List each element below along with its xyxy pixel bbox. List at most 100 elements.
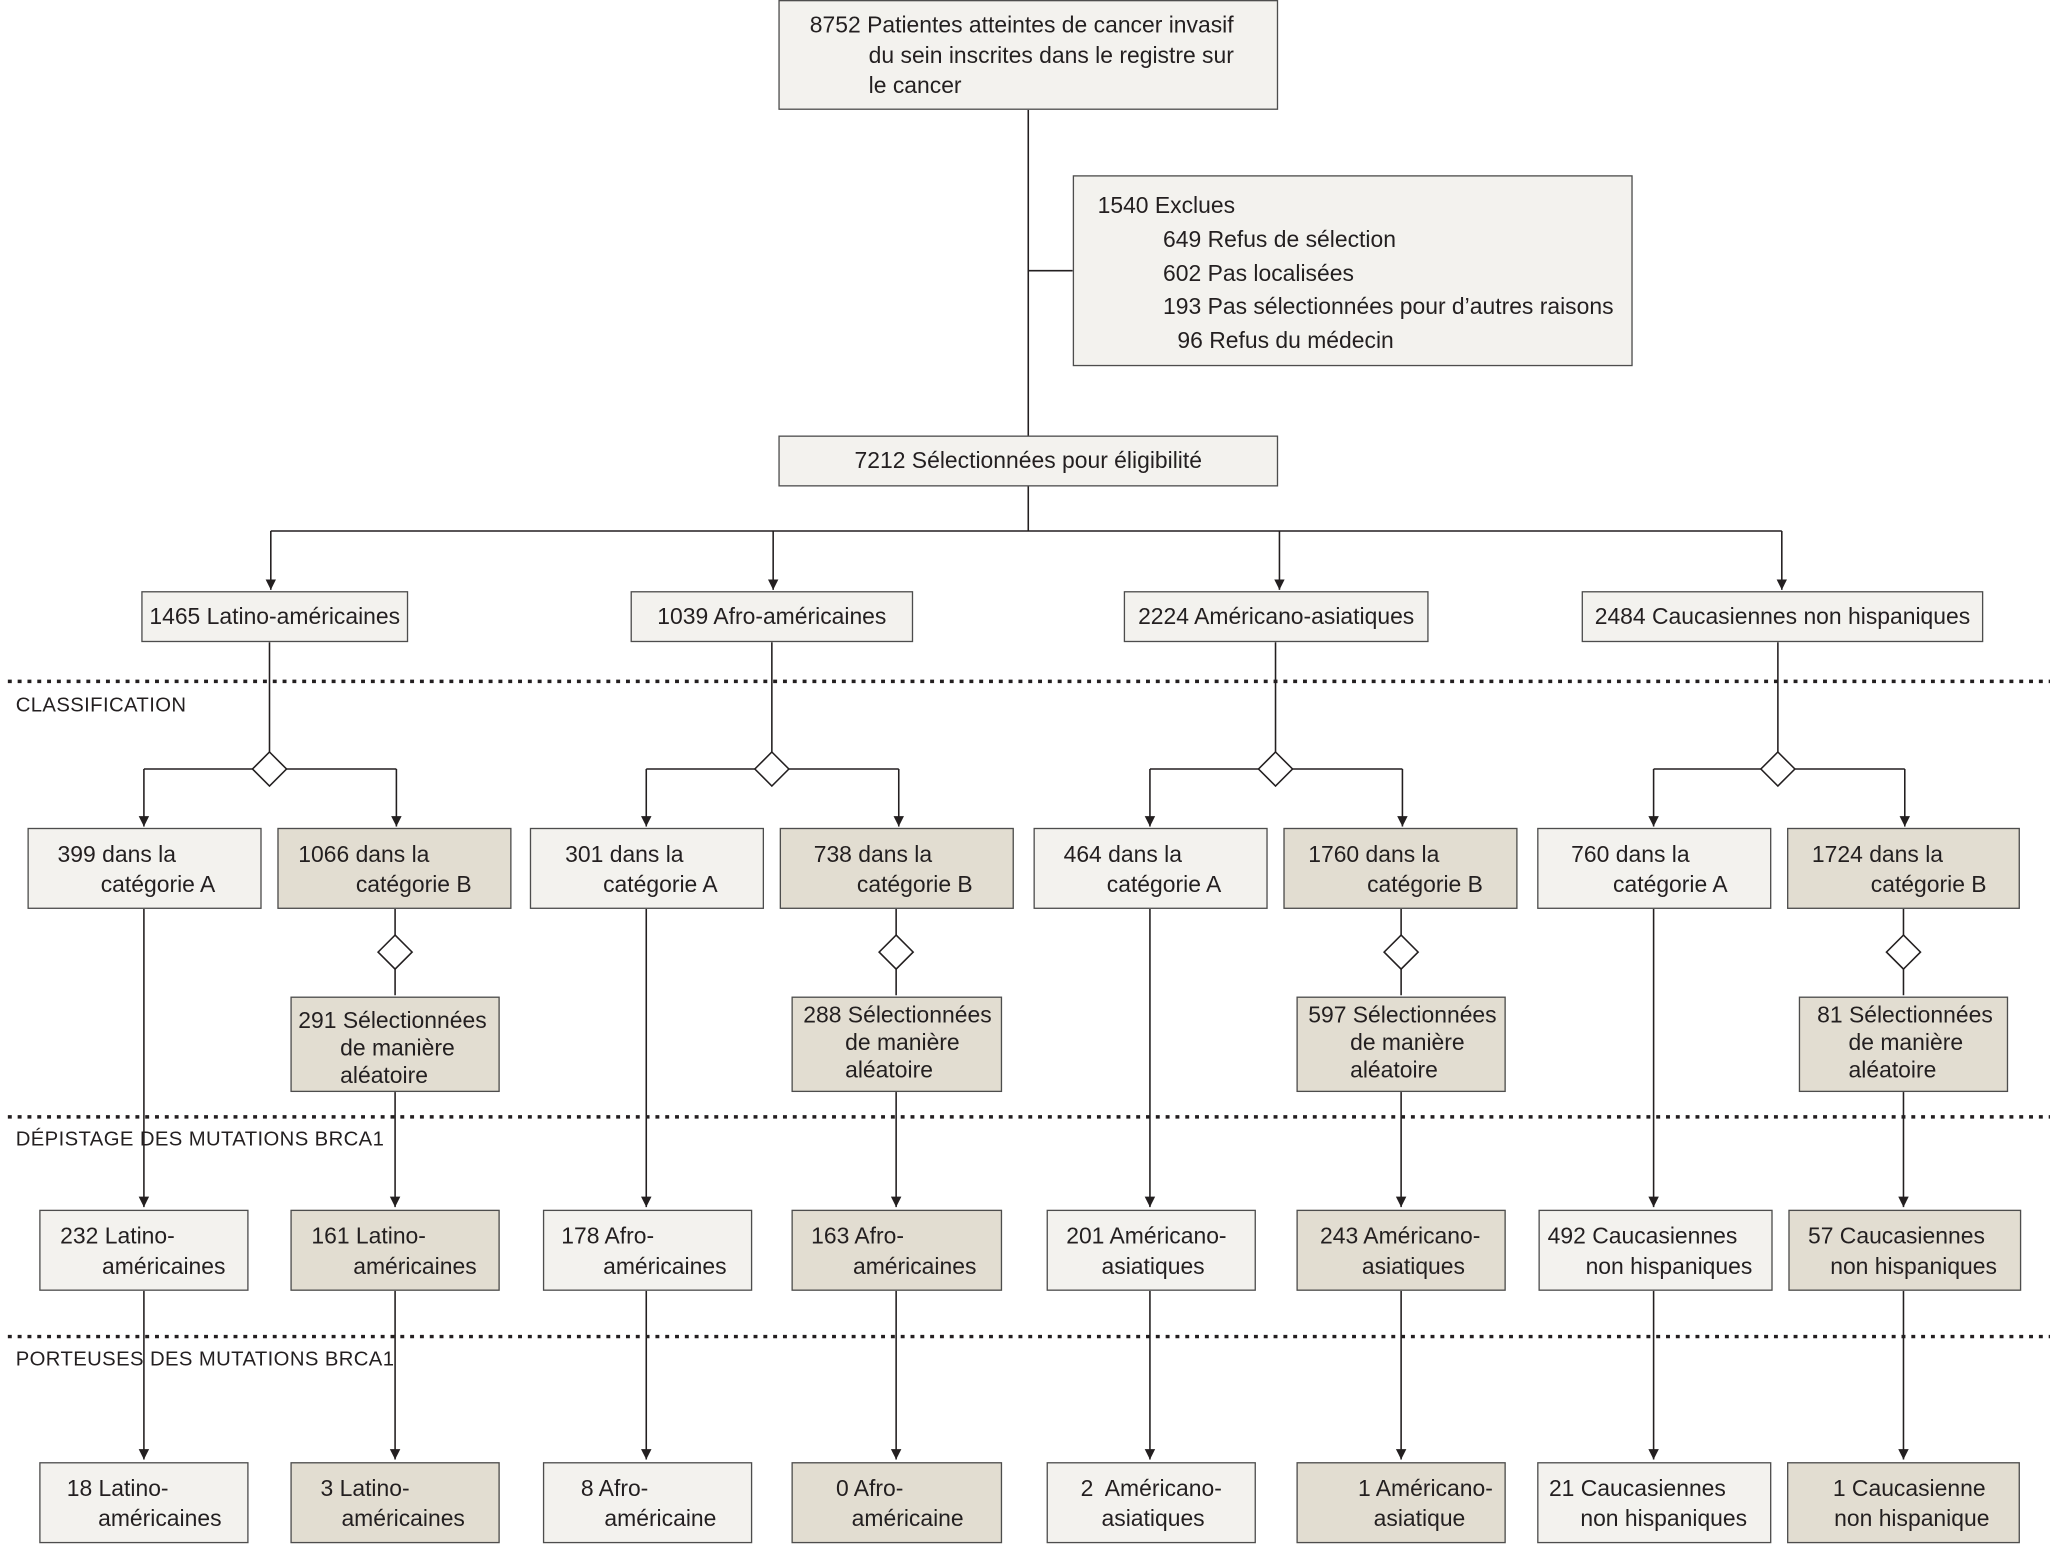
carrier-b-line-2: américaines [341, 1505, 465, 1532]
classification-decision-icon [1257, 750, 1294, 788]
random-decision-icon [878, 933, 915, 971]
carrier-a-line-1: 18 Latino- [66, 1475, 169, 1502]
random-decision-icon [1885, 933, 1922, 971]
random-line-2: de manière [340, 1034, 455, 1061]
classification-decision-icon [251, 750, 288, 788]
carrier-a-line-1: 2 Américano- [1080, 1475, 1222, 1502]
carrier-a-line-2: non hispaniques [1580, 1505, 1748, 1532]
carrier-b-line-1: 3 Latino- [320, 1475, 410, 1502]
screened-a-box-latina: 232 Latino-américaines [39, 1209, 249, 1291]
category-b-line-1: 1724 dans la [1811, 840, 1944, 868]
screened-b-line-2: américaines [353, 1252, 477, 1280]
eligibility-box: 7212 Sélectionnées pour éligibilité [778, 435, 1279, 487]
screened-a-line-2: américaines [603, 1252, 727, 1280]
enrolled-line-3: le cancer [868, 71, 962, 99]
excluded-item-physician-refused: 96 Refus du médecin [1177, 327, 1394, 354]
carrier-b-box-latina: 3 Latino-américaines [290, 1462, 500, 1544]
screened-a-line-1: 492 Caucasiennes [1547, 1222, 1738, 1249]
screened-a-line-1: 178 Afro- [561, 1222, 655, 1249]
category-a-line-2: catégorie A [603, 871, 718, 898]
screened-b-line-1: 163 Afro- [811, 1222, 905, 1249]
screened-a-line-1: 201 Américano- [1066, 1222, 1227, 1249]
group-box-african-american: 1039 Afro-américaines [630, 591, 914, 643]
random-line-1: 597 Sélectionnées [1308, 1001, 1497, 1028]
screened-b-line-1: 243 Américano- [1320, 1222, 1481, 1249]
carrier-b-line-1: 0 Afro- [835, 1475, 904, 1502]
carrier-b-line-2: américaine [851, 1505, 964, 1532]
category-b-box-non-hispanic-white: 1724 dans la catégorie B [1787, 827, 2020, 909]
section-label-screening: DÉPISTAGE DES MUTATIONS BRCA1 [15, 1128, 385, 1151]
category-b-line-1: 1066 dans la [298, 840, 430, 868]
group-box-latina: 1465 Latino-américaines [141, 591, 409, 643]
category-b-line-2: catégorie B [355, 871, 472, 898]
group-box-asian-american: 2224 Américano-asiatiques [1123, 591, 1429, 643]
screened-b-box-latina: 161 Latino-américaines [290, 1209, 500, 1291]
eligibility-label: 7212 Sélectionnées pour éligibilité [854, 447, 1202, 474]
random-line-2: de manière [1848, 1029, 1964, 1056]
category-a-line-1: 399 dans la [57, 840, 176, 868]
excluded-item-other-reasons: 193 Pas sélectionnées pour d’autres rais… [1163, 293, 1614, 320]
group-label: 1465 Latino-américaines [149, 602, 401, 630]
random-decision-icon [376, 933, 414, 971]
random-line-3: aléatoire [340, 1061, 428, 1089]
excluded-box: 1540 Exclues 649 Refus de sélection 602 … [1072, 175, 1633, 367]
category-b-line-2: catégorie B [1870, 871, 1987, 898]
random-line-2: de manière [845, 1029, 960, 1056]
carrier-b-line-2: non hispanique [1834, 1505, 1990, 1532]
enrolled-line-2: du sein inscrites dans le registre sur [868, 41, 1234, 69]
screened-b-box-african-american: 163 Afro-américaines [791, 1209, 1003, 1291]
screened-a-line-2: asiatiques [1101, 1252, 1205, 1280]
carrier-a-box-african-american: 8 Afro-américaine [542, 1462, 753, 1544]
category-a-line-2: catégorie A [100, 871, 216, 898]
carrier-b-box-non-hispanic-white: 1 Caucasienne non hispanique [1787, 1462, 2020, 1544]
section-label-classification: CLASSIFICATION [15, 694, 187, 717]
random-decision-icon [1382, 933, 1420, 971]
carrier-a-line-1: 21 Caucasiennes [1548, 1475, 1726, 1502]
random-line-3: aléatoire [845, 1056, 933, 1083]
category-a-box-latina: 399 dans la catégorie A [27, 827, 262, 909]
category-a-line-2: catégorie A [1106, 871, 1222, 898]
category-b-line-1: 1760 dans la [1308, 840, 1440, 868]
excluded-item-selection-refused: 649 Refus de sélection [1163, 225, 1396, 253]
random-line-3: aléatoire [1350, 1056, 1438, 1083]
category-b-line-2: catégorie B [856, 871, 973, 898]
carrier-b-box-african-american: 0 Afro-américaine [791, 1462, 1003, 1544]
classification-decision-icon [1759, 750, 1797, 788]
screened-a-line-2: non hispaniques [1585, 1252, 1753, 1280]
enrolled-line-1: 8752 Patientes atteintes de cancer invas… [809, 11, 1234, 38]
carrier-a-box-asian-american: 2 Américano-asiatiques [1046, 1462, 1256, 1544]
screened-a-box-non-hispanic-white: 492 Caucasiennes non hispaniques [1538, 1209, 1773, 1291]
random-line-1: 291 Sélectionnées [298, 1007, 487, 1034]
category-b-box-african-american: 738 dans la catégorie B [779, 827, 1014, 909]
screened-b-line-2: américaines [852, 1252, 977, 1280]
screened-b-line-2: non hispaniques [1830, 1252, 1997, 1280]
group-label: 2484 Caucasiennes non hispaniques [1594, 602, 1971, 630]
category-a-line-2: catégorie A [1613, 871, 1728, 898]
category-b-line-1: 738 dans la [813, 840, 933, 868]
screened-a-line-1: 232 Latino- [60, 1222, 175, 1249]
group-label: 1039 Afro-américaines [657, 602, 887, 630]
carrier-a-line-2: américaines [98, 1505, 222, 1532]
category-a-line-1: 301 dans la [565, 840, 684, 868]
screened-a-box-african-american: 178 Afro-américaines [542, 1209, 753, 1291]
carrier-a-box-latina: 18 Latino-américaines [39, 1462, 249, 1544]
screened-a-line-2: américaines [102, 1252, 226, 1280]
carrier-a-line-1: 8 Afro- [580, 1475, 649, 1502]
carrier-b-line-2: asiatique [1373, 1505, 1466, 1532]
random-line-2: de manière [1350, 1029, 1465, 1056]
carrier-a-line-2: asiatiques [1101, 1505, 1205, 1532]
enrolled-patients-box: 8752 Patientes atteintes de cancer invas… [778, 0, 1279, 110]
carrier-b-box-asian-american: 1 Américano-asiatique [1296, 1462, 1506, 1544]
carrier-b-line-1: 1 Caucasienne [1832, 1475, 1986, 1502]
random-line-3: aléatoire [1848, 1056, 1937, 1083]
category-a-line-1: 760 dans la [1571, 840, 1690, 868]
category-a-box-african-american: 301 dans la catégorie A [529, 827, 765, 909]
category-b-box-latina: 1066 dans la catégorie B [277, 827, 512, 909]
